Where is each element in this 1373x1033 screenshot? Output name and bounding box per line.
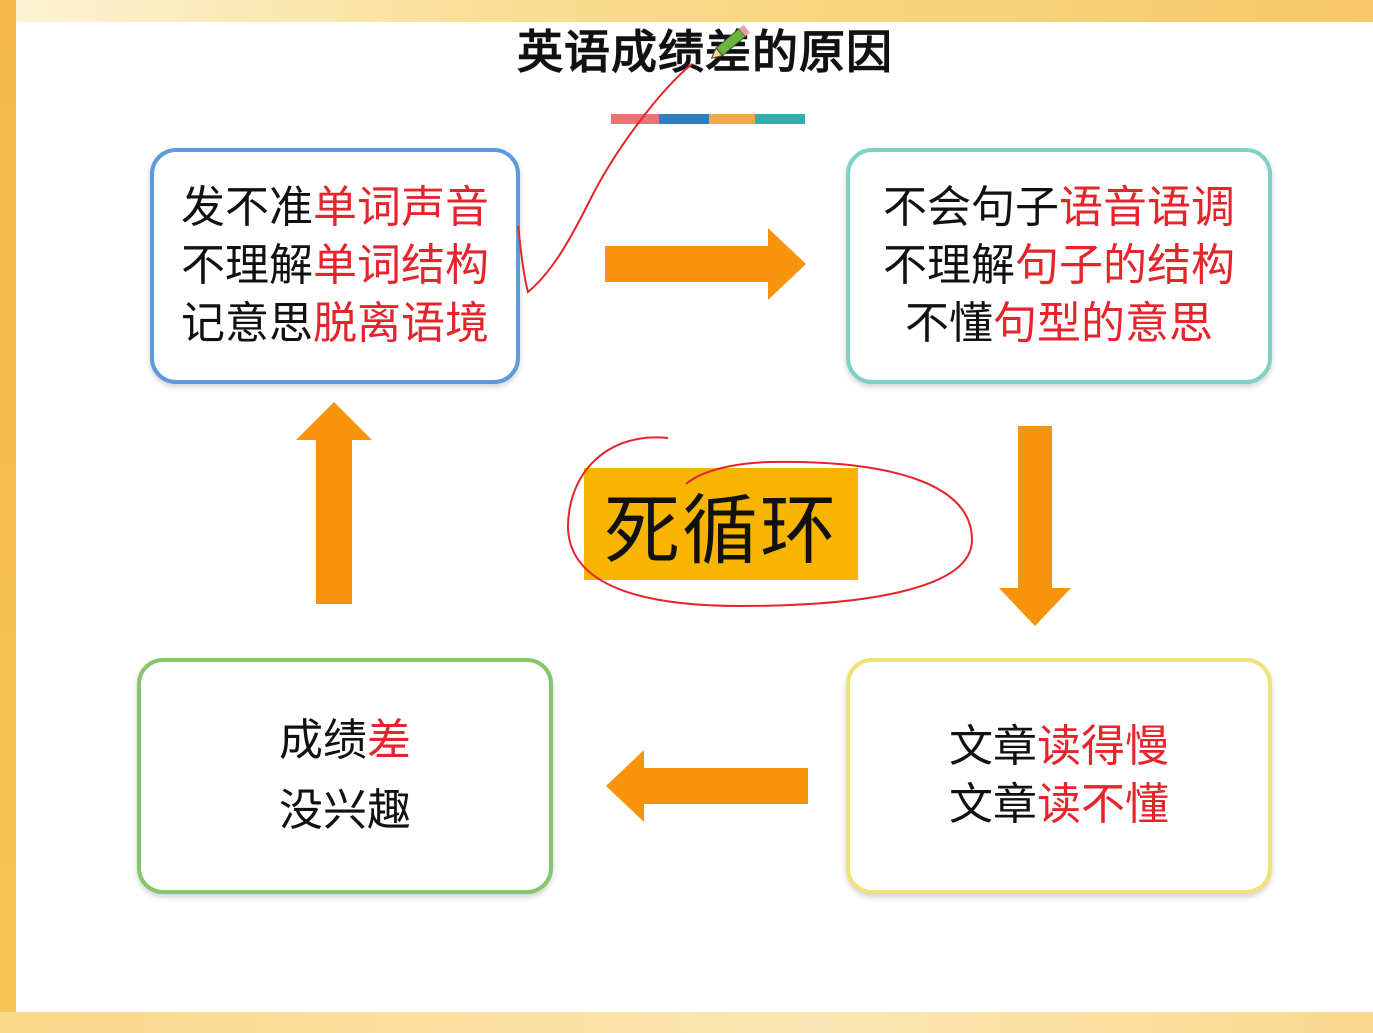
cause-text: 文章: [949, 779, 1037, 830]
arrow-down: [999, 426, 1071, 626]
page-title: 英语成绩差的原因: [517, 25, 893, 79]
cause-line: 没兴趣: [279, 776, 411, 846]
slide-frame-left: [0, 0, 16, 1033]
arrow-left: [606, 750, 808, 822]
cause-text: 不理解: [181, 240, 313, 291]
cause-highlight: 读不懂: [1037, 779, 1169, 830]
annotation-circle: [566, 436, 974, 608]
cause-highlight: 读得慢: [1037, 721, 1169, 772]
cause-text: 发不准: [181, 182, 313, 233]
cause-box-result: 成绩差 没兴趣: [137, 658, 553, 894]
cause-text: 没兴趣: [279, 785, 411, 836]
title-underline-segment-3: [709, 114, 755, 124]
cause-text: 文章: [949, 721, 1037, 772]
cause-highlight: 单词声音: [313, 182, 489, 233]
cause-highlight: 语音语调: [1059, 182, 1235, 233]
title-underline-segment-1: [611, 114, 659, 124]
cause-box-reading: 文章读得慢 文章读不懂: [846, 658, 1272, 894]
vicious-cycle-label: 死循环: [584, 468, 858, 580]
arrow-up: [296, 402, 372, 604]
cause-line: 文章读得慢: [949, 718, 1169, 776]
cause-text: 不理解: [883, 240, 1015, 291]
arrow-right: [605, 228, 806, 300]
cause-text: 记意思: [181, 298, 313, 349]
title-underline-segment-4: [755, 114, 805, 124]
cause-line: 不理解句子的结构: [883, 237, 1235, 295]
cause-box-words: 发不准单词声音 不理解单词结构 记意思脱离语境: [150, 148, 520, 384]
cause-highlight: 脱离语境: [313, 298, 489, 349]
cause-line: 记意思脱离语境: [181, 295, 489, 353]
cause-line: 发不准单词声音: [181, 179, 489, 237]
cause-highlight: 句型的意思: [993, 298, 1213, 349]
cause-highlight: 句子的结构: [1015, 240, 1235, 291]
cause-highlight: 差: [367, 715, 411, 766]
annotation-stroke: [517, 63, 693, 294]
cause-line: 不理解单词结构: [181, 237, 489, 295]
cause-text: 不懂: [905, 298, 993, 349]
cause-box-sentences: 不会句子语音语调 不理解句子的结构 不懂句型的意思: [846, 148, 1272, 384]
slide-frame-top: [0, 0, 1373, 24]
pencil-cursor-icon: [710, 24, 751, 59]
title-underline-segment-2: [659, 114, 709, 124]
cause-text: 成绩: [279, 715, 367, 766]
cause-line: 文章读不懂: [949, 776, 1169, 834]
cause-highlight: 单词结构: [313, 240, 489, 291]
cause-line: 成绩差: [279, 706, 411, 776]
cause-line: 不会句子语音语调: [883, 179, 1235, 237]
cause-line: 不懂句型的意思: [905, 295, 1213, 353]
cause-text: 不会句子: [883, 182, 1059, 233]
slide-frame-bottom: [0, 1012, 1373, 1033]
